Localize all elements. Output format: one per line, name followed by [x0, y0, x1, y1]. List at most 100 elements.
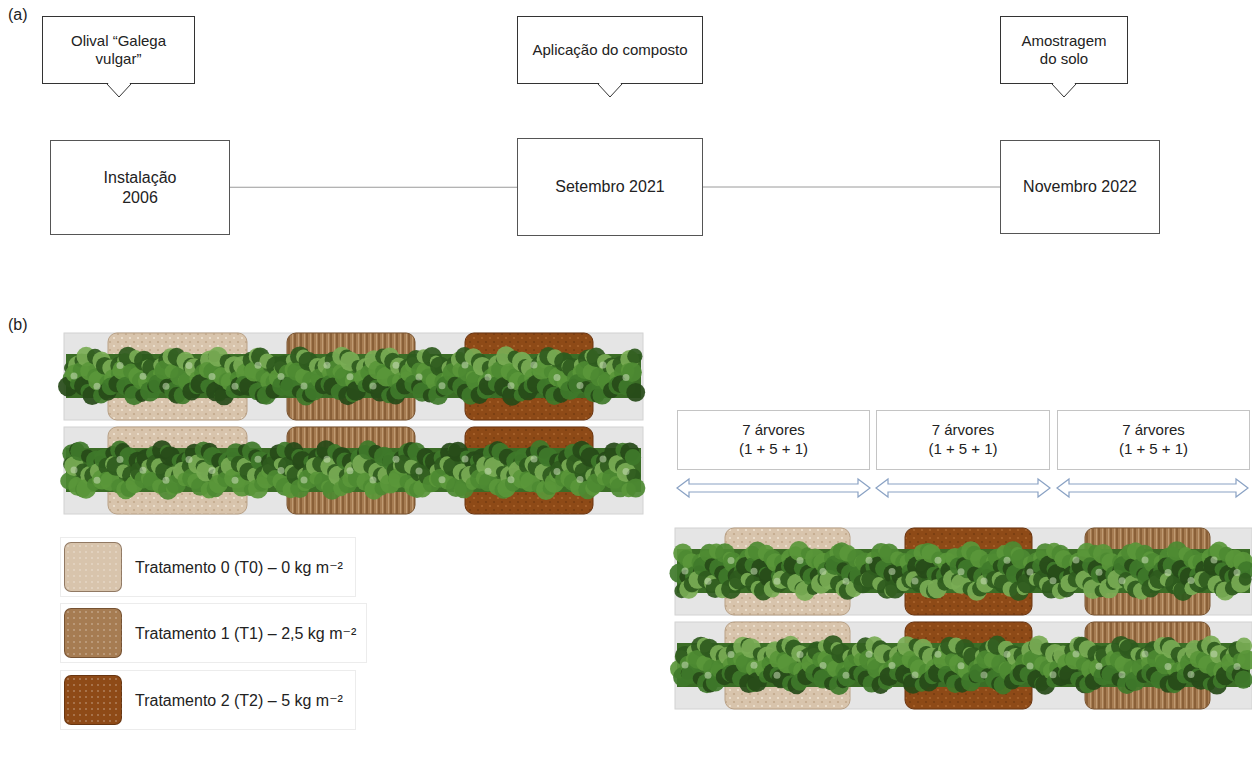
- leaf-highlight: [71, 373, 78, 380]
- hedge-highlights: [682, 650, 1241, 678]
- leaf-highlight: [416, 468, 423, 475]
- node-text: 7 árvores (1 + 5 + 1): [736, 421, 812, 459]
- leaf-highlight: [981, 671, 988, 678]
- leaf-cluster: [626, 478, 645, 497]
- leaf-highlight: [623, 374, 630, 381]
- node-text: Instalação 2006: [94, 168, 186, 208]
- leaf-highlight: [774, 672, 781, 679]
- leaf-highlight: [577, 476, 584, 483]
- leaf-cluster: [1239, 573, 1252, 586]
- leaf-highlight: [1050, 671, 1057, 678]
- timeline-box: Novembro 2022: [1000, 140, 1160, 234]
- leaf-highlight: [751, 568, 758, 575]
- hedge-foliage: [58, 346, 645, 405]
- leaf-highlight: [485, 374, 492, 381]
- leaf-highlight: [301, 383, 308, 390]
- leaf-highlight: [347, 373, 354, 380]
- leaf-highlight: [209, 373, 216, 380]
- leaf-highlight: [462, 456, 469, 463]
- hedge-foliage: [60, 440, 645, 500]
- leaf-highlight: [1142, 651, 1149, 658]
- timeline-box: Setembro 2021: [517, 138, 703, 236]
- leaf-highlight: [889, 568, 896, 575]
- node-text: 7 árvores (1 + 5 + 1): [1116, 421, 1192, 459]
- leaf-highlight: [889, 662, 896, 669]
- leaf-highlight: [209, 467, 216, 474]
- timeline-box: Instalação 2006: [50, 140, 230, 235]
- legend-item: Tratamento 0 (T0) – 0 kg m⁻²: [60, 537, 356, 597]
- leaf-highlight: [439, 476, 446, 483]
- leaf-highlight: [577, 382, 584, 389]
- leaf-highlight: [324, 362, 331, 369]
- callout-pointer: [1052, 83, 1076, 99]
- leaf-highlight: [1096, 569, 1103, 576]
- leaf-highlight: [462, 362, 469, 369]
- leaf-cluster: [627, 349, 642, 364]
- leaf-highlight: [623, 468, 630, 475]
- leaf-highlight: [140, 467, 147, 474]
- legend-text: Tratamento 2 (T2) – 5 kg m⁻²: [135, 691, 343, 710]
- leaf-highlight: [797, 557, 804, 564]
- leaf-highlight: [1165, 663, 1172, 670]
- tree-count-box: 7 árvores (1 + 5 + 1): [876, 410, 1050, 470]
- callout-box: Amostragem do solo: [1000, 16, 1128, 84]
- node-text: Aplicação do composto: [532, 41, 687, 59]
- leaf-highlight: [728, 651, 735, 658]
- hedge-highlights: [71, 361, 630, 389]
- leaf-highlight: [843, 578, 850, 585]
- hedge-foliage: [670, 541, 1252, 601]
- leaf-highlight: [485, 468, 492, 475]
- leaf-highlight: [1234, 569, 1241, 576]
- leaf-cluster: [1234, 671, 1252, 689]
- timeline-connector: [703, 187, 1000, 188]
- leaf-highlight: [71, 467, 78, 474]
- leaf-highlight: [1004, 651, 1011, 658]
- legend-swatch: [64, 542, 122, 592]
- callout-box: Aplicação do composto: [517, 16, 703, 84]
- leaf-highlight: [255, 362, 262, 369]
- leaf-highlight: [94, 383, 101, 390]
- leaf-highlight: [554, 468, 561, 475]
- leaf-highlight: [866, 557, 873, 564]
- leaf-highlight: [232, 477, 239, 484]
- leaf-highlight: [531, 362, 538, 369]
- leaf-cluster: [1231, 573, 1251, 593]
- leaf-highlight: [1211, 650, 1218, 657]
- leaf-highlight: [774, 578, 781, 585]
- pointer-gap: [108, 82, 130, 84]
- leaf-highlight: [1142, 557, 1149, 564]
- leaf-highlight: [1119, 577, 1126, 584]
- pointer-outline: [107, 84, 131, 97]
- leaf-highlight: [935, 651, 942, 658]
- leaf-highlight: [912, 578, 919, 585]
- pointer-outline: [1052, 84, 1076, 97]
- leaf-highlight: [1096, 663, 1103, 670]
- node-text: Setembro 2021: [555, 177, 664, 197]
- tree-count-box: 7 árvores (1 + 5 + 1): [1057, 410, 1250, 470]
- hedge-highlights: [71, 455, 630, 483]
- hedge-foliage: [670, 635, 1252, 695]
- pointer-gap: [599, 82, 621, 84]
- leaf-highlight: [1119, 671, 1126, 678]
- leaf-cluster: [622, 362, 642, 382]
- node-text: Novembro 2022: [1023, 177, 1137, 197]
- leaf-highlight: [1073, 651, 1080, 658]
- leaf-highlight: [324, 456, 331, 463]
- leaf-highlight: [912, 672, 919, 679]
- leaf-highlight: [117, 456, 124, 463]
- node-text: Amostragem do solo: [1014, 32, 1114, 68]
- leaf-highlight: [1027, 663, 1034, 670]
- leaf-cluster: [626, 383, 645, 402]
- leaf-highlight: [117, 362, 124, 369]
- leaf-highlight: [278, 373, 285, 380]
- leaf-highlight: [531, 456, 538, 463]
- panel-label: (a): [8, 6, 28, 24]
- leaf-highlight: [1004, 557, 1011, 564]
- leaf-highlight: [1027, 569, 1034, 576]
- legend-text: Tratamento 0 (T0) – 0 kg m⁻²: [135, 558, 343, 577]
- leaf-highlight: [981, 577, 988, 584]
- panel-label: (b): [8, 316, 28, 334]
- leaf-highlight: [508, 382, 515, 389]
- leaf-highlight: [301, 477, 308, 484]
- leaf-highlight: [728, 557, 735, 564]
